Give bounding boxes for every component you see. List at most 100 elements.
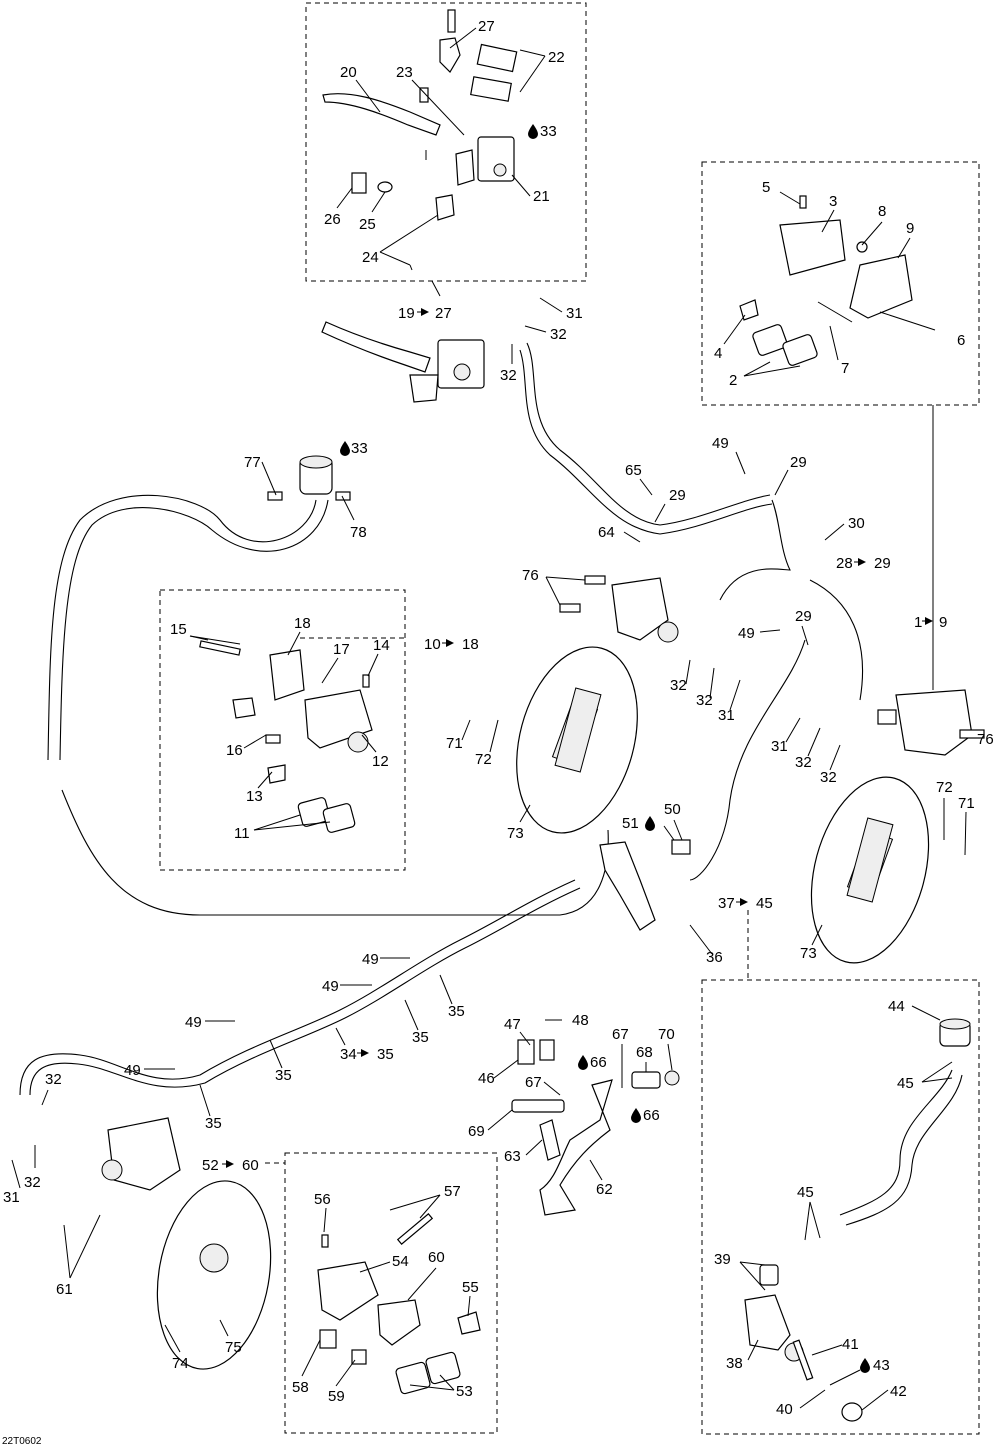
group-box-19-27 <box>305 2 587 282</box>
callout-38: 38 <box>726 1355 743 1372</box>
callout-67-b: 67 <box>525 1074 542 1091</box>
callout-32-g: 32 <box>45 1071 62 1088</box>
callout-23: 23 <box>396 64 413 81</box>
callout-18: 18 <box>294 615 311 632</box>
left-brake-disc <box>516 646 638 834</box>
drawing-code: 22T0602 <box>2 1436 42 1447</box>
callout-49-a: 49 <box>712 435 729 452</box>
callout-31-b: 31 <box>718 707 735 724</box>
callout-61: 61 <box>56 1281 73 1298</box>
callout-52: 52 <box>202 1157 219 1174</box>
rear-left-caliper-and-disc <box>101 1117 272 1370</box>
front-master-cylinder-assembly <box>322 9 518 271</box>
range-end-45: 45 <box>756 895 773 912</box>
callout-31-d: 31 <box>3 1189 20 1206</box>
leader-lines <box>11 27 967 1411</box>
callout-35-d: 35 <box>205 1115 222 1132</box>
callout-37: 37 <box>718 895 735 912</box>
range-end-35: 35 <box>377 1046 394 1063</box>
callout-6: 6 <box>957 332 965 349</box>
callout-13: 13 <box>246 788 263 805</box>
callout-47: 47 <box>504 1016 521 1033</box>
callout-29-c: 29 <box>795 608 812 625</box>
callout-28: 28 <box>836 555 853 572</box>
callout-73-a: 73 <box>507 825 524 842</box>
callout-11: 11 <box>234 825 250 842</box>
callout-49-e: 49 <box>185 1014 202 1031</box>
callout-55: 55 <box>462 1279 479 1296</box>
callout-17: 17 <box>333 641 350 658</box>
callout-45-b: 45 <box>797 1184 814 1201</box>
callout-49-f: 49 <box>124 1062 141 1079</box>
rear-master-cylinder-group-37-45 <box>744 1018 971 1422</box>
callout-10: 10 <box>424 636 441 653</box>
reservoir-77-78 <box>267 455 351 501</box>
callout-16: 16 <box>226 742 243 759</box>
callout-56: 56 <box>314 1191 331 1208</box>
callout-8: 8 <box>878 203 886 220</box>
callout-43: 43 <box>873 1357 890 1374</box>
callout-73-b: 73 <box>800 945 817 962</box>
callout-66-a: 66 <box>590 1054 607 1071</box>
callout-66-b: 66 <box>643 1107 660 1124</box>
callout-14: 14 <box>373 637 390 654</box>
range-end-60: 60 <box>242 1157 259 1174</box>
fluid-drop-icon <box>340 441 350 456</box>
callout-63: 63 <box>504 1148 521 1165</box>
callout-44: 44 <box>888 998 905 1015</box>
callout-32-c: 32 <box>670 677 687 694</box>
callout-54: 54 <box>392 1253 409 1270</box>
caliper-group-52-60 <box>317 1213 481 1395</box>
callout-76-a: 76 <box>522 567 539 584</box>
callout-65: 65 <box>625 462 642 479</box>
callout-49-c: 49 <box>362 951 379 968</box>
callout-32-top-b: 32 <box>500 367 517 384</box>
callout-48: 48 <box>572 1012 589 1029</box>
group-box-10-18 <box>159 589 406 871</box>
callout-33-mid: 33 <box>351 440 368 457</box>
fluid-drop-icon <box>578 1055 588 1070</box>
range-end-29: 29 <box>874 555 891 572</box>
callout-67-a: 67 <box>612 1026 629 1043</box>
group-box-37-45 <box>701 979 980 1435</box>
callout-35-a: 35 <box>448 1003 465 1020</box>
callout-9: 9 <box>906 220 914 237</box>
callout-75: 75 <box>225 1339 242 1356</box>
range-arrows <box>222 308 933 1168</box>
callout-49-b: 49 <box>738 625 755 642</box>
fluid-drop-icon <box>528 124 538 139</box>
group-box-52-60 <box>284 1152 498 1434</box>
callout-31-c: 31 <box>771 738 788 755</box>
callout-72-b: 72 <box>936 779 953 796</box>
range-end-9: 9 <box>939 614 947 631</box>
callout-35-c: 35 <box>275 1067 292 1084</box>
range-end-18: 18 <box>462 636 479 653</box>
fluid-drop-icon <box>645 816 655 831</box>
callout-58: 58 <box>292 1379 309 1396</box>
callout-27: 27 <box>478 18 495 35</box>
right-brake-disc <box>810 776 930 964</box>
callout-39: 39 <box>714 1251 731 1268</box>
callout-53: 53 <box>456 1383 473 1400</box>
fluid-drop-icons <box>340 124 870 1373</box>
part-callouts: 20 27 22 23 33 21 26 25 24 19 27 31 32 3… <box>2 18 994 1447</box>
callout-62: 62 <box>596 1181 613 1198</box>
callout-35-b: 35 <box>412 1029 429 1046</box>
brake-hoses <box>19 342 963 1226</box>
callout-69: 69 <box>468 1123 485 1140</box>
callout-46: 46 <box>478 1070 495 1087</box>
callout-32-f: 32 <box>820 769 837 786</box>
group-box-1-9 <box>701 161 980 406</box>
callout-25: 25 <box>359 216 376 233</box>
range-end-27: 27 <box>435 305 452 322</box>
callout-24: 24 <box>362 249 379 266</box>
rear-master-cylinder-and-pedal <box>511 839 691 1216</box>
callout-77: 77 <box>244 454 261 471</box>
callout-49-d: 49 <box>322 978 339 995</box>
callout-59: 59 <box>328 1388 345 1405</box>
callout-45-a: 45 <box>897 1075 914 1092</box>
fluid-drop-icon <box>860 1358 870 1373</box>
callout-15: 15 <box>170 621 187 638</box>
callout-7: 7 <box>841 360 849 377</box>
callout-2: 2 <box>729 372 737 389</box>
